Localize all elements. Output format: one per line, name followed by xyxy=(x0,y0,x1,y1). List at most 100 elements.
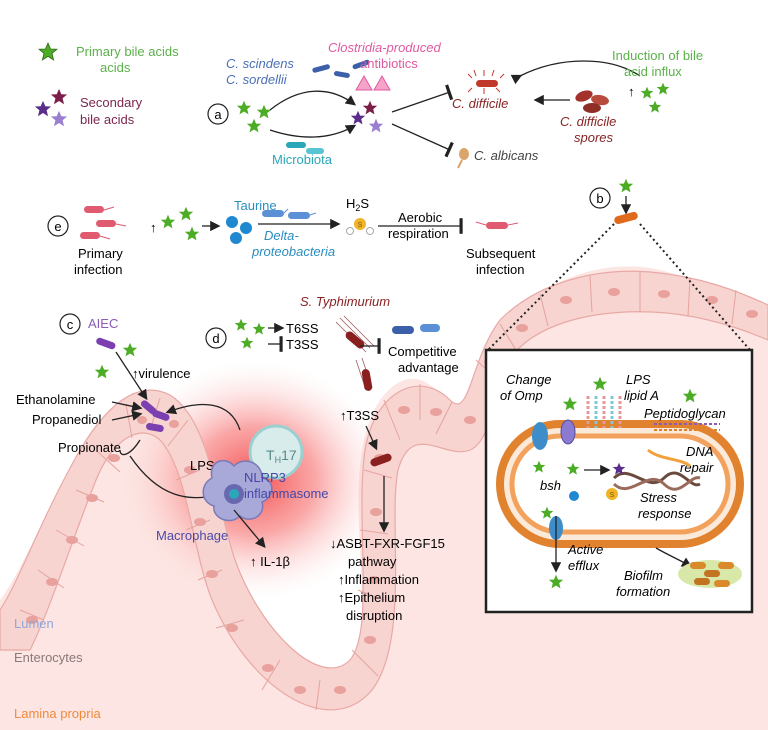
c-difficile-spores-label: C. difficile xyxy=(560,114,616,129)
primary-bile-acid-star-icon xyxy=(122,342,138,357)
antibiotic-triangle-icon xyxy=(355,74,373,91)
stress-response-label: Stress xyxy=(640,490,677,505)
aiec-bacteria-icon xyxy=(96,337,116,350)
inhibition-line xyxy=(391,84,454,113)
legend-secondary-label-2: bile acids xyxy=(80,112,135,127)
propionate-label: Propionate xyxy=(58,440,121,455)
change-omp-label: Change xyxy=(506,372,552,387)
peptidoglycan-icon xyxy=(654,423,720,431)
lps-label: LPS xyxy=(190,458,215,473)
microbiota-label: Microbiota xyxy=(272,152,333,167)
aiec-adherent-icon xyxy=(140,400,170,432)
s-typhimurium-bacteria-icon xyxy=(335,315,375,391)
subsequent-infection-label: Subsequent xyxy=(466,246,536,261)
panel-e-label: e xyxy=(54,219,61,234)
secondary-bile-acid-star-icon xyxy=(50,110,68,127)
deltaproteobacteria-label-2: proteobacteria xyxy=(251,244,335,259)
dna-icon xyxy=(612,471,701,491)
h2s-molecule-icon: S xyxy=(606,488,618,500)
up-t3ss-label: ↑T3SS xyxy=(340,408,379,423)
stress-response-label-2: response xyxy=(638,506,691,521)
taurine-molecule-icon xyxy=(226,216,252,244)
lamina-propria-label: Lamina propria xyxy=(14,706,101,721)
secondary-bile-acid-star-icon xyxy=(50,88,68,105)
lps-lipid-a-label-2: lipid A xyxy=(624,388,659,403)
secondary-bile-acid-star-icon xyxy=(368,118,384,133)
primary-infection-bacteria-icon xyxy=(80,206,127,240)
c-sordellii-label: C. sordellii xyxy=(226,72,288,87)
primary-bile-acid-star-icon xyxy=(184,226,200,241)
disruption-label: disruption xyxy=(346,608,402,623)
arrow xyxy=(269,90,357,111)
primary-infection-label-2: infection xyxy=(74,262,122,277)
nlrp3-label: NLRP3 xyxy=(244,470,286,485)
arrow xyxy=(165,403,241,431)
panel-b-badge xyxy=(589,187,611,209)
nlrp3-label-2: inflammasome xyxy=(244,486,329,501)
primary-bile-acid-star-icon xyxy=(38,42,58,61)
c-difficile-bacteria-icon xyxy=(467,69,505,94)
secondary-bile-acid-star-icon xyxy=(34,100,52,117)
c-difficile-spores-label-2: spores xyxy=(574,130,614,145)
panel-a-badge xyxy=(207,103,229,125)
panel-b-label: b xyxy=(596,191,603,206)
panel-d-badge xyxy=(205,327,227,349)
s-typhimurium-label: S. Typhimurium xyxy=(300,294,390,309)
lightning-icon xyxy=(647,448,691,468)
panel-a-label: a xyxy=(214,107,222,122)
peptidoglycan-label: Peptidoglycan xyxy=(644,406,726,421)
biofilm-icon xyxy=(678,560,742,588)
competitor-bacteria-icon xyxy=(392,324,440,334)
arrow xyxy=(111,401,143,412)
microbiota-bacteria-icon xyxy=(286,142,324,154)
primary-bile-acid-star-icon xyxy=(94,364,110,379)
legend-primary-label: Primary bile acids xyxy=(76,44,179,59)
arrow xyxy=(115,351,148,401)
dna-repair-label: DNA xyxy=(686,444,713,459)
bsh-label: bsh xyxy=(540,478,561,493)
up-arrow-glyph: ↑ xyxy=(628,84,635,99)
primary-bile-acid-star-icon xyxy=(178,206,194,221)
lps-lipid-a-label: LPS xyxy=(626,372,651,387)
inhibition-line xyxy=(391,123,454,158)
th17-label: TH17 xyxy=(266,447,297,465)
deltaproteobacteria-label: Delta- xyxy=(264,228,299,243)
th17-cell-icon xyxy=(248,424,304,480)
primary-bile-acid-star-icon xyxy=(160,214,176,229)
legend-secondary-label: Secondary xyxy=(80,95,143,110)
il1b-label: ↑ IL-1β xyxy=(250,554,290,569)
arrow xyxy=(510,60,641,85)
change-omp-label-2: of Omp xyxy=(500,388,543,403)
primary-bile-acid-star-icon xyxy=(236,100,252,115)
arrow xyxy=(365,425,378,451)
lps-lipid-a-icon xyxy=(586,396,622,428)
primary-infection-label: Primary xyxy=(78,246,123,261)
svg-text:S: S xyxy=(358,222,363,229)
svg-text:S: S xyxy=(610,492,615,499)
competitive-advantage-label-2: advantage xyxy=(398,360,459,375)
bacterium-icon xyxy=(614,211,638,225)
primary-bile-acid-star-icon xyxy=(618,178,634,193)
invading-bacterium-icon xyxy=(370,453,392,467)
pathway-label: pathway xyxy=(348,554,397,569)
subsequent-infection-bacteria-icon xyxy=(475,221,519,229)
bsh-enzyme-icon xyxy=(569,491,579,501)
competitive-advantage-label: Competitive xyxy=(388,344,457,359)
c-albicans-label: C. albicans xyxy=(474,148,539,163)
epithelium-label: ↑Epithelium xyxy=(338,590,405,605)
primary-bile-acid-star-icon xyxy=(252,322,266,335)
antibiotic-triangle-icon xyxy=(373,74,391,91)
active-efflux-label: Active xyxy=(567,542,603,557)
primary-bile-acid-star-icon xyxy=(234,318,248,331)
panel-c-badge xyxy=(59,313,81,335)
c-albicans-icon xyxy=(457,148,469,169)
macrophage-icon xyxy=(202,459,273,522)
ethanolamine-label: Ethanolamine xyxy=(16,392,96,407)
aerobic-respiration-label-2: respiration xyxy=(388,226,449,241)
secondary-bile-acid-star-icon xyxy=(350,110,366,125)
biofilm-label: Biofilm xyxy=(624,568,663,583)
aerobic-respiration-label: Aerobic xyxy=(398,210,443,225)
primary-bile-acid-star-icon xyxy=(656,82,670,95)
primary-bile-acid-star-icon xyxy=(640,86,654,99)
